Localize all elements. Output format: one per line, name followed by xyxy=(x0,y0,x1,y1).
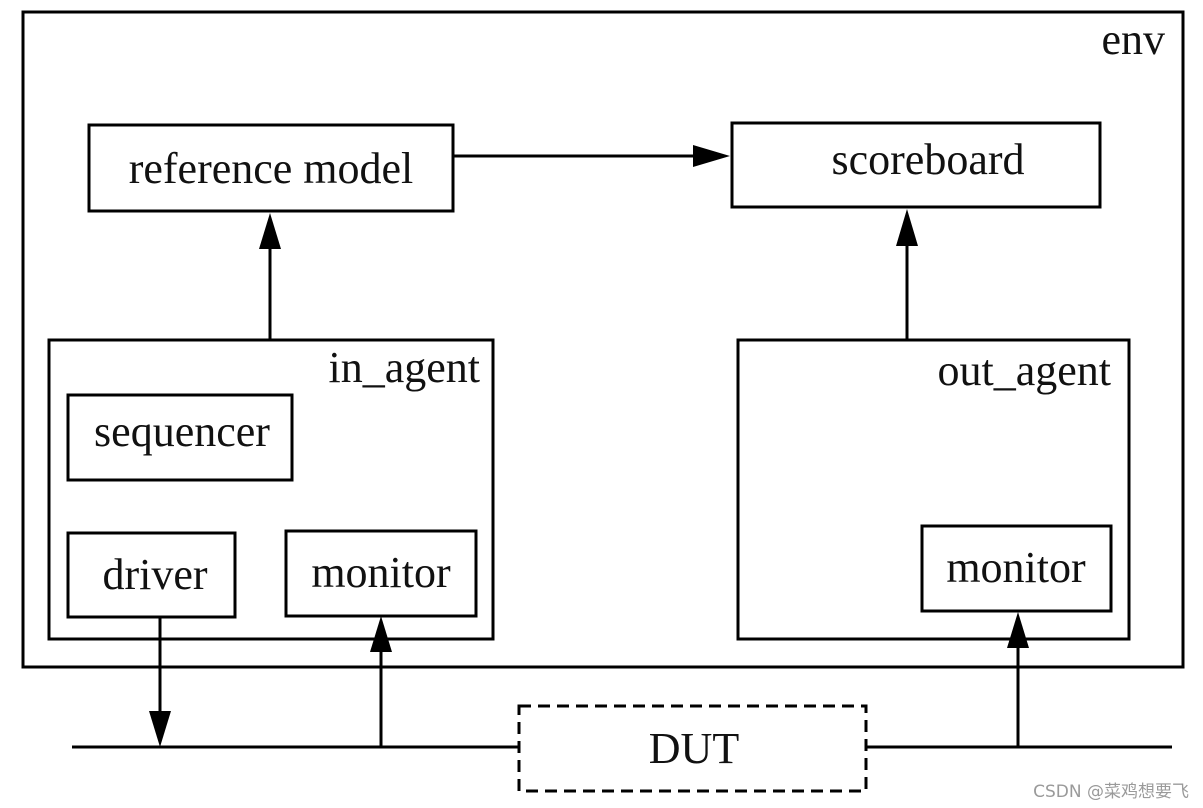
reference-model-label: reference model xyxy=(129,144,414,193)
reference-model-box xyxy=(87,123,455,213)
sequencer-box xyxy=(66,393,294,482)
out-monitor-label: monitor xyxy=(946,543,1086,592)
out-agent-label: out_agent xyxy=(937,346,1111,395)
driver-box xyxy=(66,531,237,619)
scoreboard-label: scoreboard xyxy=(831,135,1024,184)
watermark: CSDN @菜鸡想要飞 xyxy=(1033,782,1189,802)
env-label: env xyxy=(1101,15,1165,64)
scoreboard-box xyxy=(730,121,1102,209)
arrow-driver-to-bus xyxy=(149,617,171,747)
in-agent-label: in_agent xyxy=(328,343,480,392)
dut-box xyxy=(517,704,868,793)
arrow-in-agent-to-refmodel xyxy=(259,213,281,340)
in-monitor-label: monitor xyxy=(311,548,451,597)
arrow-refmodel-to-scoreboard xyxy=(453,145,730,167)
arrow-bus-to-in-monitor xyxy=(370,616,392,747)
dut-label: DUT xyxy=(649,724,740,773)
in-monitor-box xyxy=(284,529,478,618)
sequencer-label: sequencer xyxy=(94,407,270,456)
out-monitor-box xyxy=(920,524,1113,613)
arrow-out-agent-to-scoreboard xyxy=(896,209,918,340)
driver-label: driver xyxy=(102,550,207,599)
arrow-bus-to-out-monitor xyxy=(1007,612,1029,747)
